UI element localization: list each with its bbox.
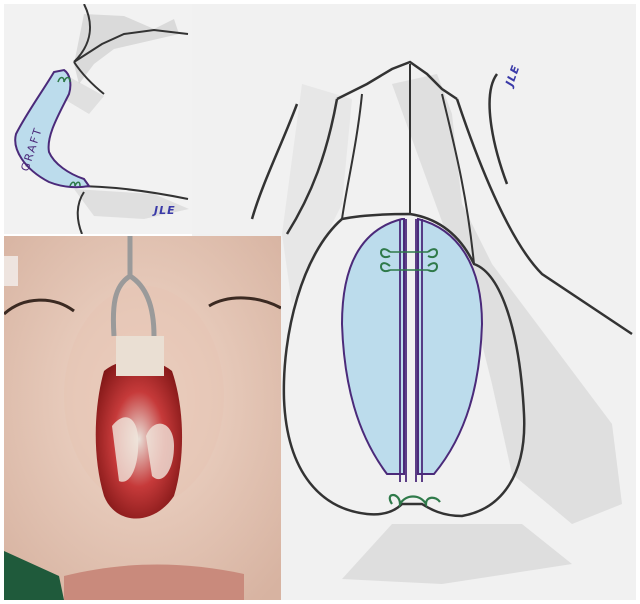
sketch-side-view: GRAFT JLE bbox=[4, 4, 192, 234]
suture-icon bbox=[390, 495, 440, 504]
photo-drawing bbox=[4, 236, 281, 600]
surgical-photo bbox=[4, 236, 281, 600]
signature-side: JLE bbox=[154, 204, 176, 217]
graft-left bbox=[342, 219, 404, 474]
tape bbox=[4, 256, 18, 286]
exposed-cartilage bbox=[116, 336, 164, 376]
right-cheek-line bbox=[490, 74, 507, 184]
side-view-drawing: GRAFT bbox=[4, 4, 192, 234]
shading-lip bbox=[342, 524, 572, 584]
